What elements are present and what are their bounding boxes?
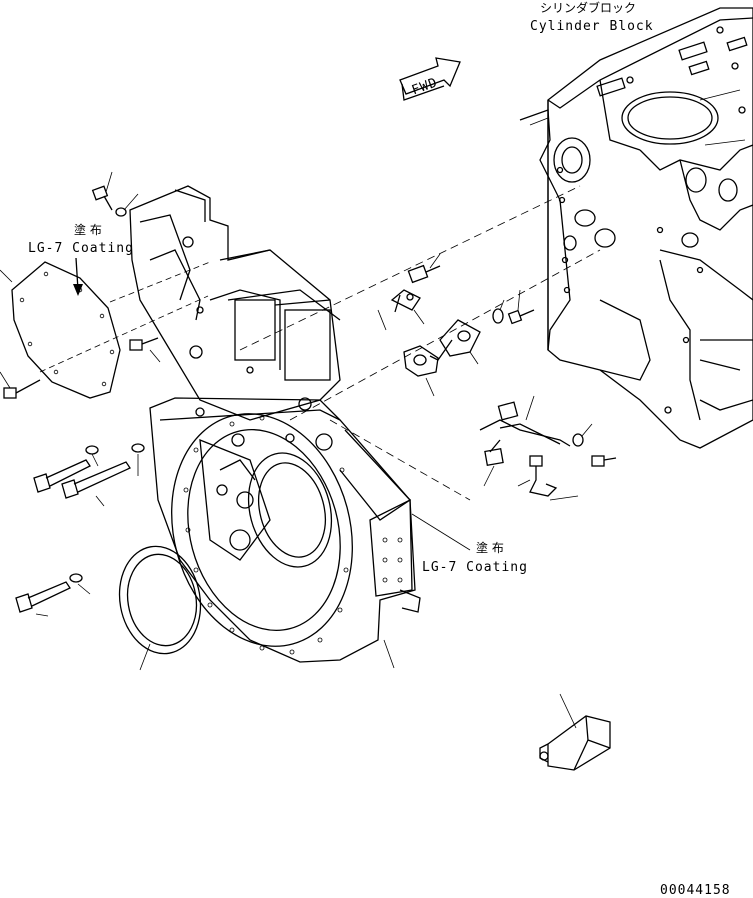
bolt-upper-middle [407,253,441,284]
flywheel-housing [129,185,421,663]
coating-label-2-jp: 塗 布 [476,540,504,555]
arrow-head-icon [73,284,83,296]
dashed-center-line-2 [109,261,211,303]
speed-sensor [390,289,425,325]
clamp-bracket [517,455,579,501]
leader-housing [383,639,395,669]
long-bolt-2 [61,443,145,507]
oil-seal [118,545,202,671]
coating-label-1-jp: 塗 布 [74,222,102,237]
bolt-top-left [91,171,113,211]
cylinder-block-label-jp: シリンダブロック [540,0,636,15]
gasket [403,345,439,397]
drawing-number: 00044158 [660,883,731,898]
dashed-line-block-2 [289,249,601,421]
bolt-o-ring [507,289,535,325]
o-ring [492,299,505,324]
fwd-label: FWD [410,75,440,98]
bolt-gear-case [129,337,161,363]
plug-part [539,693,611,771]
long-bolt-3 [15,573,91,617]
coating-label-2: LG-7 Coating [422,560,528,575]
forward-arrow-icon: FWD [399,57,461,101]
dashed-center-line [39,295,209,373]
long-bolt-1 [33,445,99,493]
washer-right [572,423,593,447]
wire-harness-sensor [479,395,571,487]
bolt-left [0,371,41,399]
cylinder-block [519,7,753,449]
dashed-line-block-1 [239,185,581,351]
washer-top-left [115,193,139,217]
cylinder-block-label: Cylinder Block [530,19,654,34]
leader-small-1 [377,309,387,331]
leader-cover-plate [0,269,13,283]
cover-plate [11,261,121,399]
leader-coating-2 [411,513,471,551]
coating-label-1: LG-7 Coating [28,241,134,256]
bolt-right [591,455,617,467]
dashed-line-housing [329,419,471,501]
